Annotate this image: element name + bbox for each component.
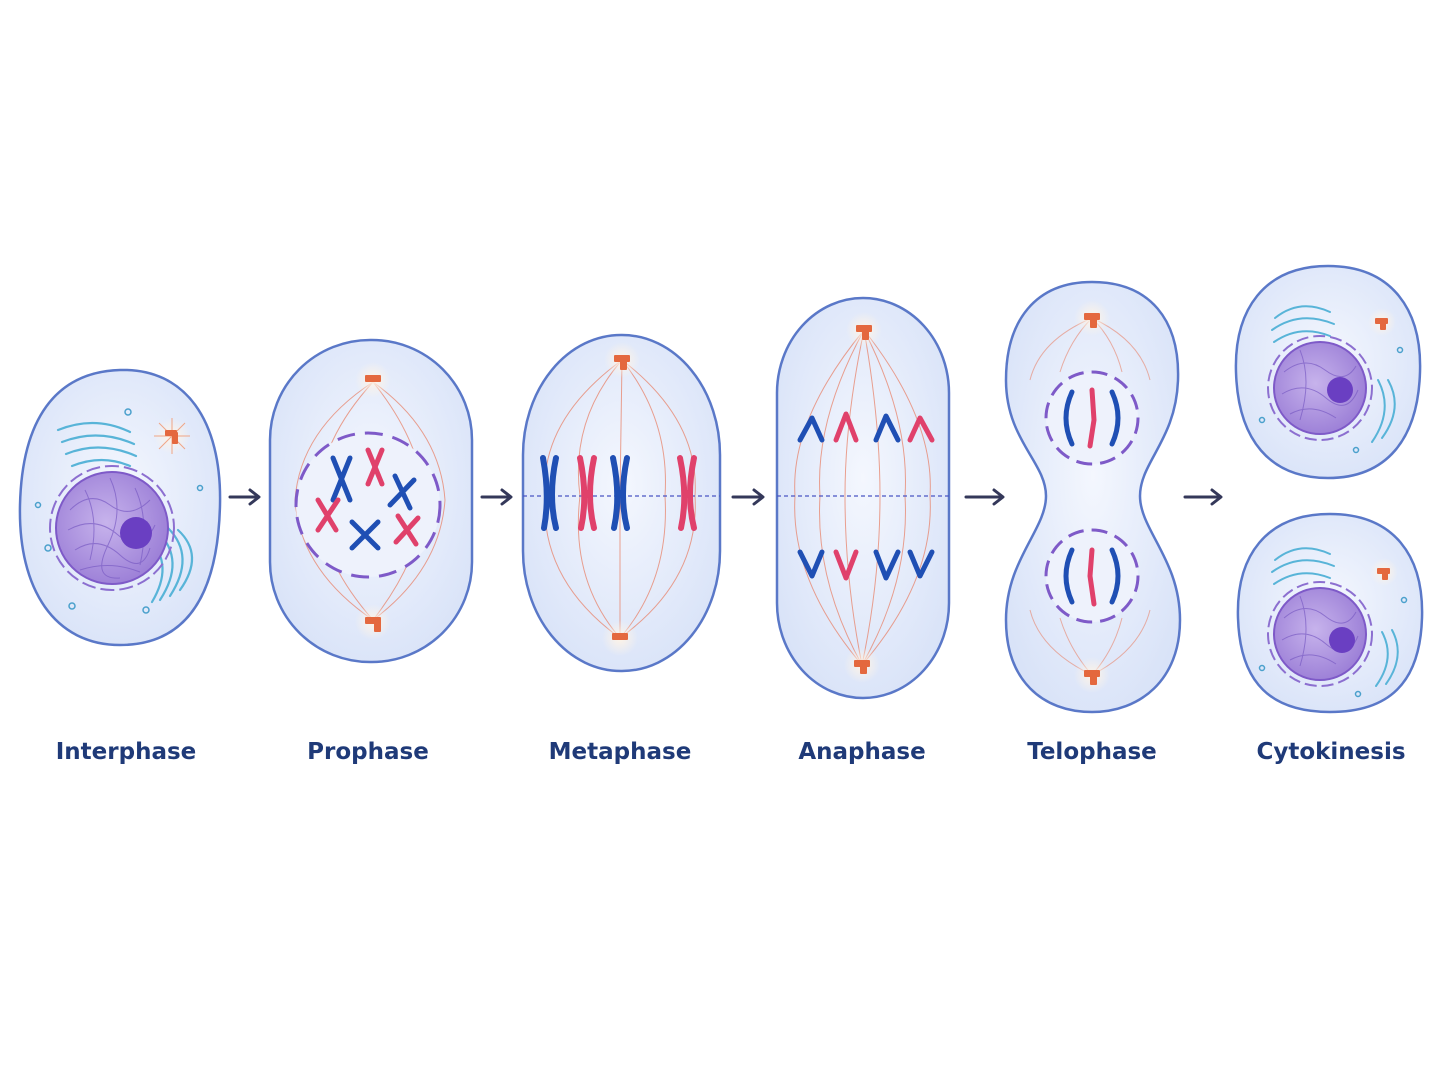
metaphase-cell — [521, 333, 722, 673]
arrow-icon — [228, 488, 261, 506]
arrow-icon — [480, 488, 513, 506]
cell-membrane — [1004, 280, 1182, 714]
chromosomes — [797, 411, 935, 581]
telophase-cell — [1004, 280, 1182, 714]
centrosome — [154, 418, 190, 454]
centrosome — [846, 312, 882, 348]
chromosomes — [315, 447, 421, 551]
prophase-cell — [268, 338, 474, 664]
daughter-cell-top — [1234, 264, 1422, 480]
centrosome — [1368, 308, 1396, 336]
daughter-cell-bottom — [1236, 512, 1424, 714]
label-anaphase: Anaphase — [798, 739, 925, 765]
arrow-icon — [731, 488, 765, 506]
centrosome — [355, 362, 391, 398]
arrow-icon — [964, 488, 1005, 506]
cytokinesis-cells — [1234, 264, 1424, 714]
label-metaphase: Metaphase — [549, 739, 692, 765]
centrosome — [604, 342, 640, 378]
nucleolus — [1327, 377, 1353, 403]
nucleolus — [1329, 627, 1355, 653]
anaphase-cell — [775, 296, 951, 700]
centrosome — [355, 604, 391, 640]
centrosome — [844, 647, 880, 683]
centrosome — [1370, 558, 1398, 586]
centrosome — [1074, 657, 1110, 693]
chromosomes — [1063, 387, 1121, 607]
label-telophase: Telophase — [1027, 739, 1157, 765]
nuclear-envelope — [294, 431, 442, 579]
arrow-icon — [1183, 488, 1223, 506]
centrosome — [1074, 300, 1110, 336]
stage-labels: Interphase Prophase Metaphase Anaphase T… — [56, 739, 1406, 765]
label-cytokinesis: Cytokinesis — [1256, 739, 1405, 765]
nucleus — [49, 465, 175, 591]
label-interphase: Interphase — [56, 739, 197, 765]
label-prophase: Prophase — [307, 739, 429, 765]
stage-arrows — [228, 488, 1223, 506]
nucleolus — [120, 517, 152, 549]
spindle-fibers — [794, 329, 931, 666]
cell-membrane — [775, 296, 951, 700]
interphase-cell — [18, 368, 222, 647]
centrosome — [602, 620, 638, 656]
